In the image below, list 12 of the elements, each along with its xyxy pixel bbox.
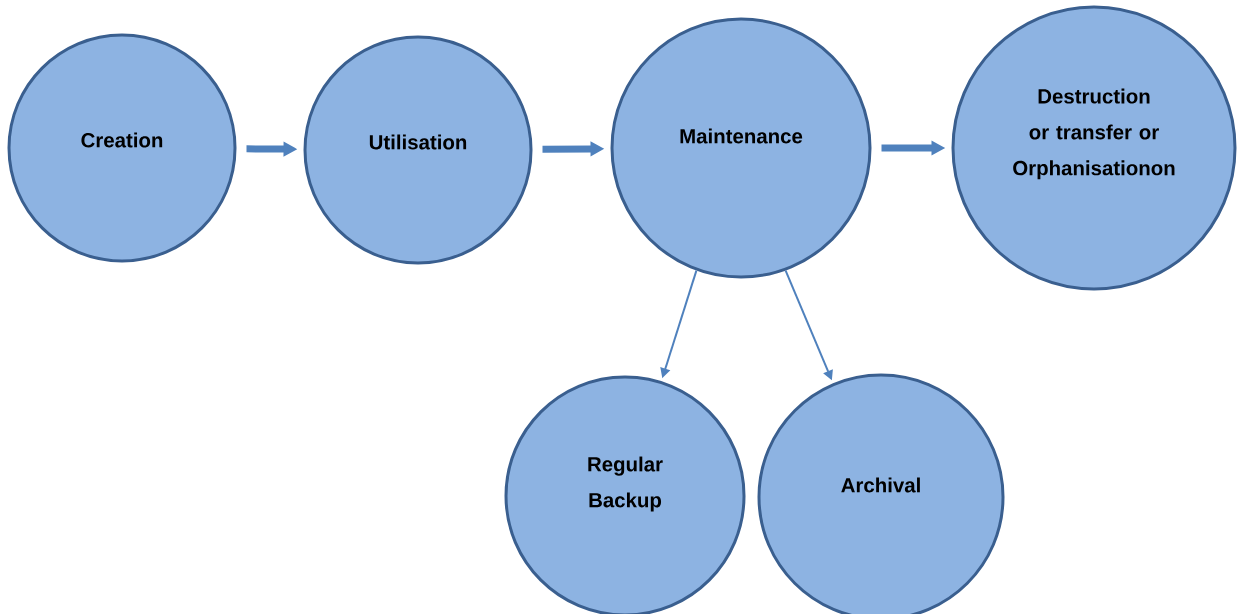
process-circle — [757, 373, 1005, 614]
node-label: Maintenance — [680, 128, 803, 144]
process-circle — [610, 17, 872, 279]
process-circle — [7, 33, 237, 263]
node-label: Destruction or transfer or Orphanisationon — [1013, 88, 1175, 180]
process-circle — [504, 375, 746, 614]
node-label: Utilisation — [369, 134, 467, 150]
node-label: Archival — [841, 477, 920, 493]
node-label: Regular Backup — [588, 456, 663, 512]
process-circle — [951, 5, 1237, 291]
process-circle — [303, 35, 533, 265]
node-label: Creation — [81, 132, 163, 148]
